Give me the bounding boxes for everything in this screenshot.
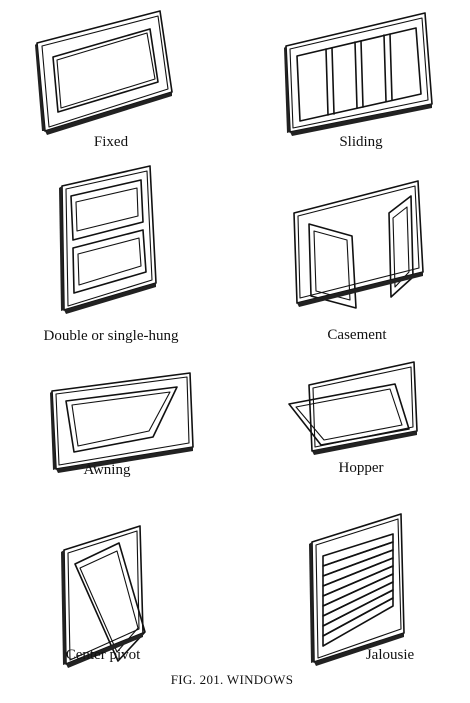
- window-label-casement: Casement: [327, 327, 387, 343]
- window-label-awning: Awning: [83, 462, 131, 478]
- window-label-jalousie: Jalousie: [365, 647, 415, 663]
- double-hung-window-icon: [59, 165, 157, 314]
- hopper-window-icon: [288, 361, 418, 455]
- jalousie-window-icon: [309, 513, 405, 666]
- window-label-double-hung: Double or single-hung: [43, 328, 179, 344]
- window-label-hopper: Hopper: [338, 460, 384, 476]
- window-label-sliding: Sliding: [339, 134, 383, 150]
- awning-window-icon: [50, 372, 194, 473]
- sliding-window-icon: [284, 12, 433, 136]
- figure-caption: FIG. 201. WINDOWS: [170, 672, 294, 687]
- window-label-fixed: Fixed: [93, 134, 129, 150]
- casement-window-icon: [293, 180, 424, 309]
- fixed-window-icon: [35, 10, 173, 135]
- center-pivot-window-icon: [61, 525, 146, 668]
- window-label-center-pivot: Center pivot: [65, 647, 141, 663]
